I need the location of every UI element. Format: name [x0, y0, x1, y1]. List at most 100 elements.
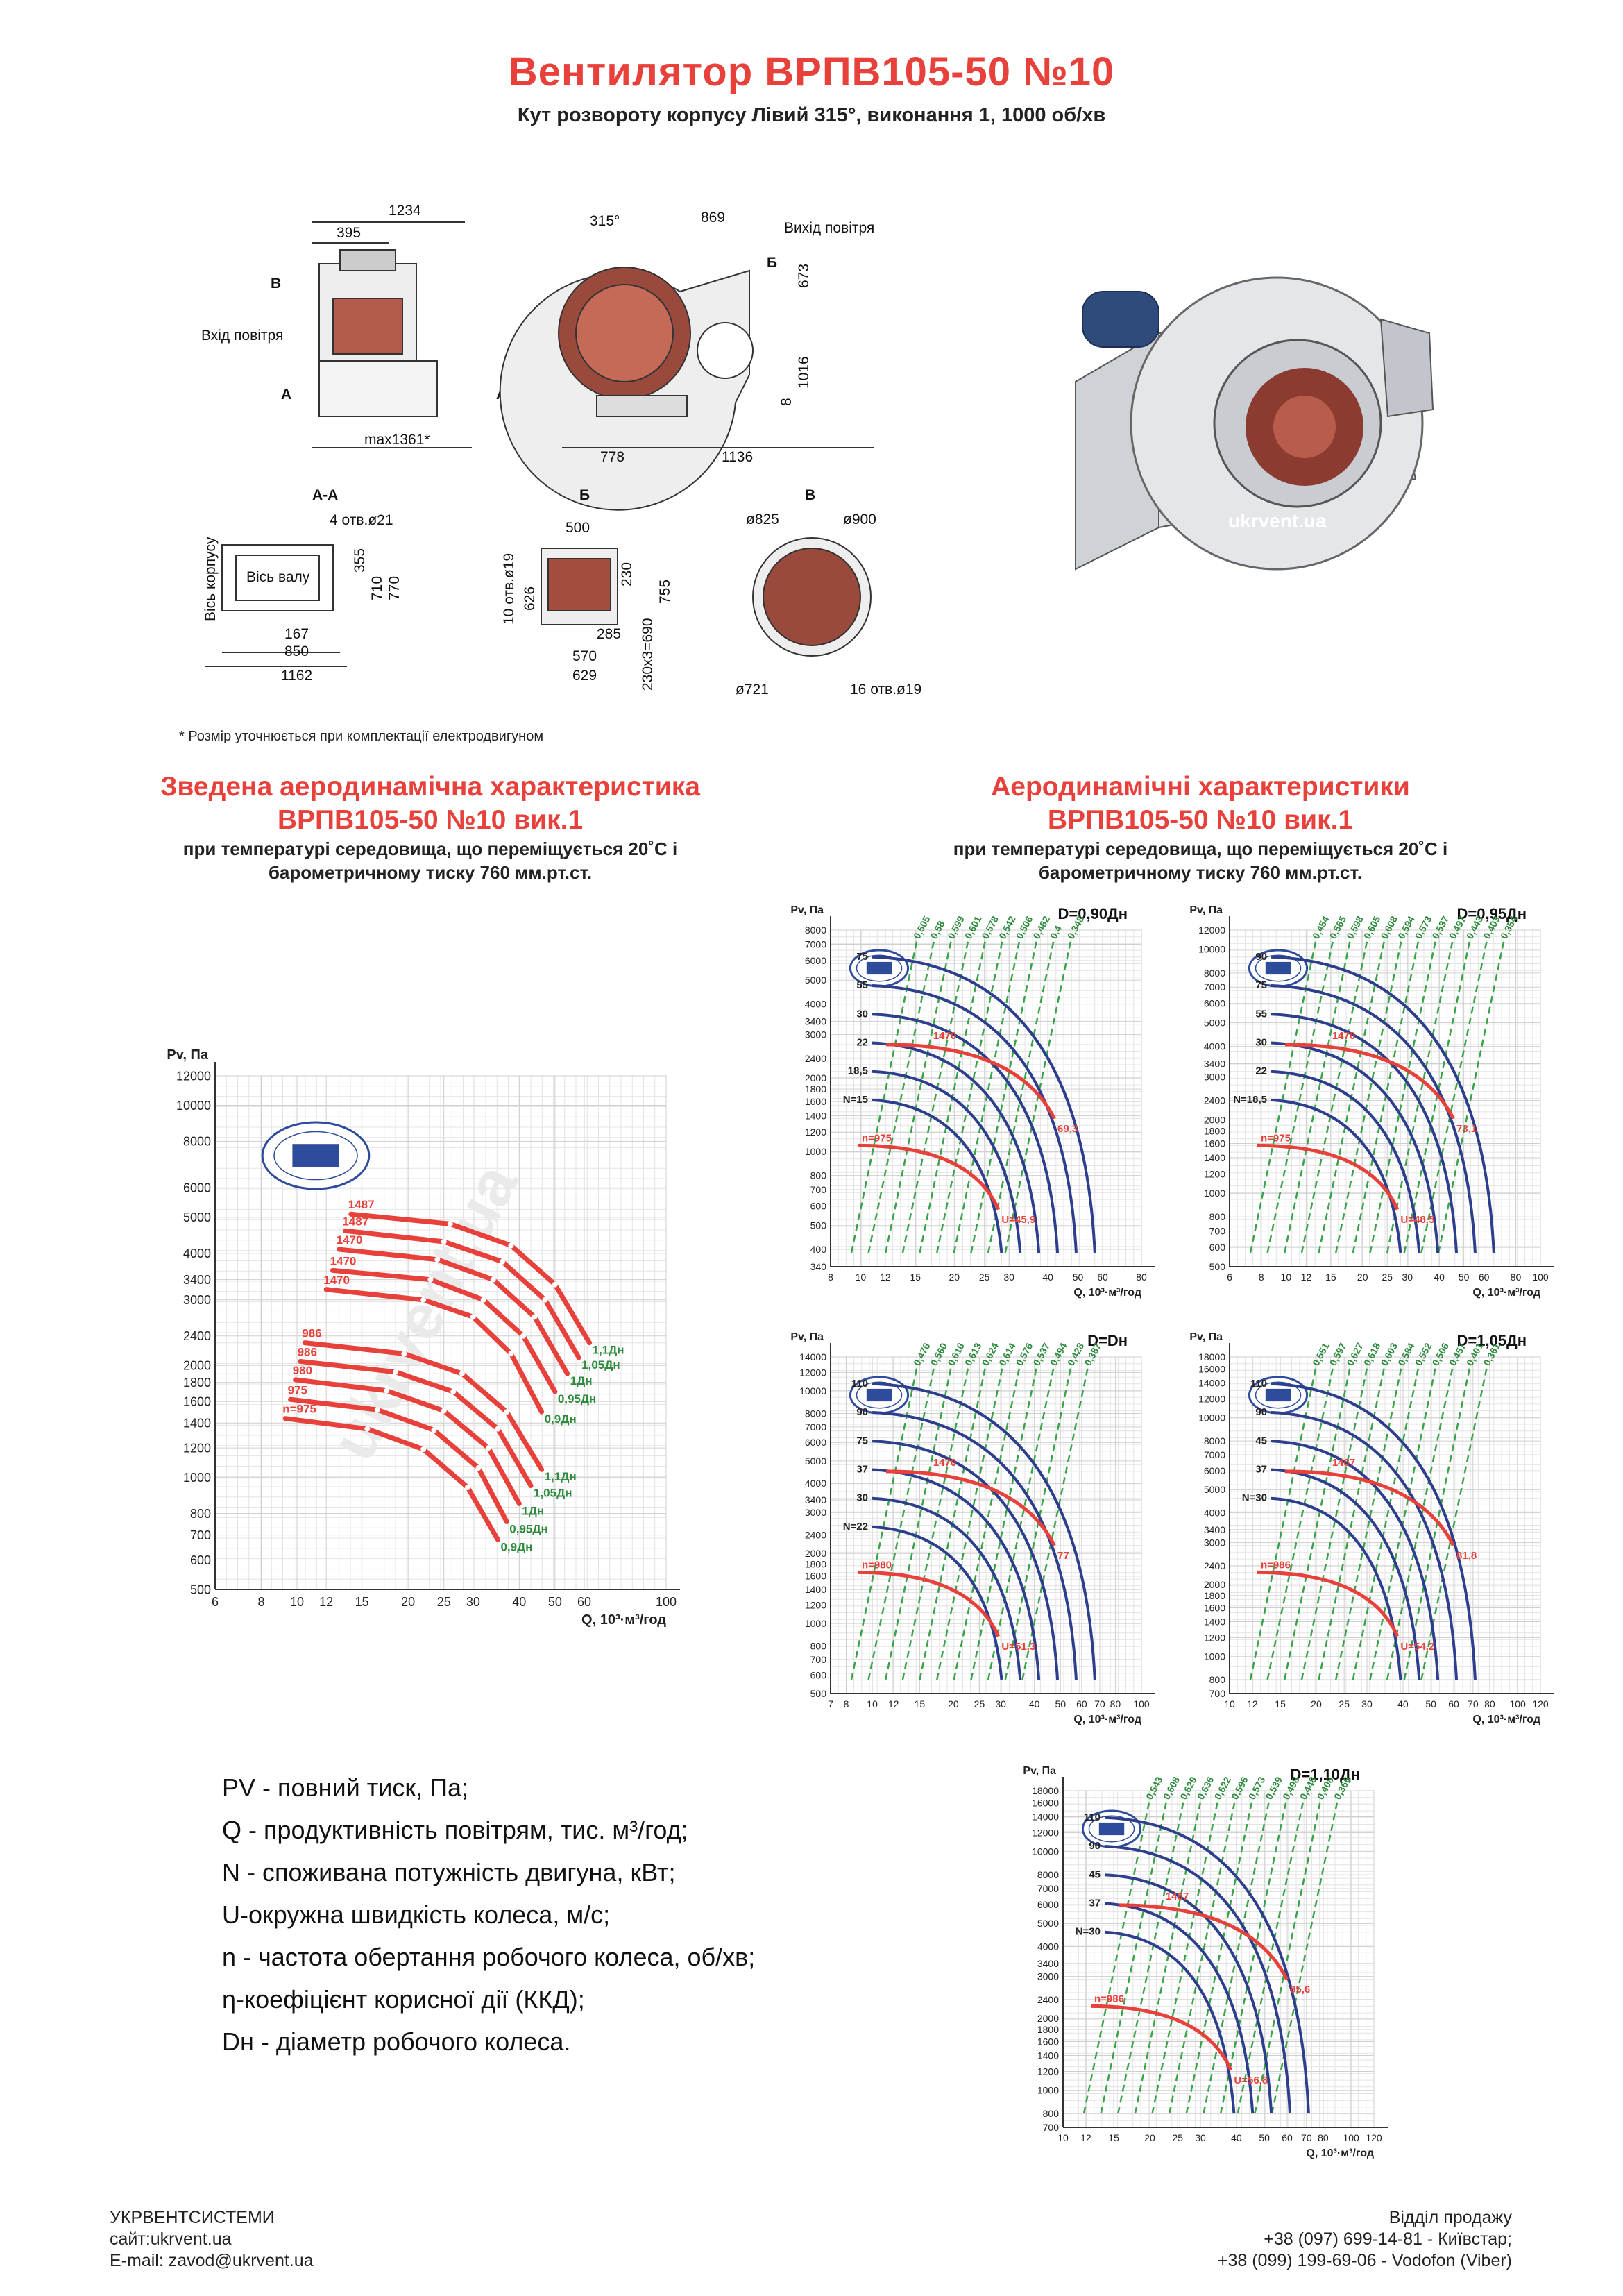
y-tick-label: 1000 [183, 1471, 211, 1485]
velocity-label-high: 77 [1057, 1550, 1069, 1562]
power-label: 37 [1255, 1463, 1267, 1475]
data-point [364, 1426, 371, 1432]
y-tick-label: 5000 [183, 1210, 211, 1224]
company-site[interactable]: сайт:ukrvent.ua [110, 2229, 232, 2249]
data-point [508, 1351, 514, 1357]
x-tick-label: 40 [512, 1595, 526, 1609]
y-tick-label: 1400 [1204, 1616, 1225, 1627]
power-curve [872, 1496, 1022, 1680]
efficiency-line [1300, 1363, 1369, 1680]
y-tick-label: 2000 [1204, 1114, 1225, 1125]
power-label: 110 [851, 1378, 868, 1390]
legend-item: n - частота обертання робочого колеса, о… [222, 1943, 756, 1971]
x-axis-label: Q, 10³·м³/год [1306, 2147, 1374, 2159]
y-tick-label: 3000 [1204, 1537, 1225, 1548]
efficiency-line [935, 1363, 1004, 1680]
y-tick-label: 5000 [1037, 1918, 1059, 1929]
speed-label-high: 1487 [1332, 1457, 1355, 1469]
y-tick-label: 2400 [183, 1329, 211, 1343]
y-tick-label: 1600 [1037, 2036, 1059, 2047]
section-a-label-left: А [281, 387, 291, 403]
y-tick-label: 500 [810, 1220, 827, 1231]
x-tick-label: 30 [466, 1595, 480, 1609]
y-tick-label: 1400 [183, 1417, 211, 1430]
x-tick-label: 100 [1133, 1698, 1150, 1710]
company-email[interactable]: E-mail: zavod@ukrvent.ua [110, 2251, 314, 2270]
y-axis-label: Pv, Па [790, 904, 824, 916]
x-tick-label: 80 [1318, 2132, 1329, 2143]
x-tick-label: 20 [1357, 1272, 1368, 1283]
speed-label-high: 1470 [933, 1030, 956, 1042]
y-tick-label: 1200 [1204, 1632, 1225, 1643]
angle-315: 315° [590, 213, 620, 229]
series-label: 986 [298, 1345, 317, 1358]
phone-kyivstar[interactable]: +38 (097) 699-14-81 - Київстар; [1264, 2229, 1512, 2249]
efficiency-line [1352, 1363, 1420, 1680]
efficiency-line [1168, 1797, 1237, 2114]
y-tick-label: 1400 [1204, 1152, 1225, 1163]
curves-title-line2: ВРПВ105-50 №10 вик.1 [1047, 805, 1354, 835]
speed-label-high: 1487 [1166, 1891, 1189, 1902]
air-outlet-label: Вихід повітря [784, 220, 874, 236]
dim-869: 869 [701, 210, 725, 226]
data-point [475, 1465, 482, 1471]
x-tick-label: 100 [1509, 1698, 1526, 1710]
y-tick-label: 8000 [805, 1408, 826, 1419]
x-tick-label: 10 [1224, 1698, 1235, 1710]
power-curve [1271, 1468, 1421, 1680]
x-tick-label: 100 [1343, 2132, 1359, 2143]
power-curve [1271, 1496, 1402, 1680]
series-label: 986 [302, 1327, 321, 1340]
logo-fan-icon [1098, 1822, 1125, 1836]
speed-label-low: n=986 [1261, 1559, 1291, 1571]
power-curve [1271, 1098, 1402, 1253]
power-label: 18,5 [848, 1065, 868, 1077]
logo-ring [856, 1381, 903, 1409]
series-label: 1487 [348, 1198, 375, 1211]
series-end-label: 0,9Дн [545, 1412, 577, 1426]
efficiency-line [1420, 1363, 1489, 1680]
y-tick-label: 14000 [1198, 1377, 1225, 1388]
power-label: 75 [856, 1435, 868, 1446]
x-axis-label: Q, 10³·м³/год [581, 1612, 666, 1628]
data-point [447, 1221, 453, 1227]
y-tick-label: 1800 [1037, 2024, 1059, 2035]
dim-850: 850 [284, 643, 309, 659]
y-tick-label: 2400 [1204, 1560, 1225, 1571]
x-axis-label: Q, 10³·м³/год [1472, 1714, 1540, 1725]
y-tick-label: 10000 [1198, 944, 1225, 955]
holes-10-d19: 10 отв.ø19 [501, 553, 517, 625]
y-tick-label: 6000 [805, 1437, 826, 1448]
x-tick-label: 20 [1311, 1698, 1322, 1710]
watermark-3d: ukrvent.ua [1228, 510, 1327, 532]
data-point [552, 1281, 558, 1288]
y-tick-label: 4000 [1037, 1941, 1059, 1952]
velocity-label-low: U=51,3 [1001, 1641, 1035, 1653]
y-tick-label: 3400 [1037, 1958, 1059, 1969]
dim-167: 167 [284, 626, 309, 642]
x-tick-label: 100 [656, 1595, 677, 1609]
phone-vodafone[interactable]: +38 (099) 199-69-06 - Vodofon (Viber) [1217, 2251, 1512, 2270]
y-tick-label: 16000 [1198, 1363, 1225, 1374]
power-label: 37 [1089, 1897, 1101, 1909]
summary-sub-line1: при температурі середовища, що переміщує… [182, 838, 678, 859]
series-end-label: 1,05Дн [581, 1358, 620, 1371]
x-tick-label: 12 [1080, 2132, 1091, 2143]
power-curve [1104, 1845, 1292, 2114]
x-tick-label: 25 [437, 1595, 451, 1609]
data-point [504, 1409, 510, 1415]
x-tick-label: 100 [1532, 1272, 1549, 1283]
dim-max1361: max1361* [364, 432, 430, 448]
velocity-label-low: U=48,5 [1400, 1214, 1434, 1226]
y-tick-label: 5000 [1204, 1484, 1225, 1495]
efficiency-line [1117, 1797, 1185, 2114]
efficiency-line [1254, 1797, 1323, 2114]
y-tick-label: 1600 [805, 1096, 826, 1107]
x-tick-label: 12 [319, 1595, 333, 1609]
series-label: 980 [293, 1364, 312, 1377]
dim-626: 626 [522, 586, 538, 611]
efficiency-line [1437, 936, 1506, 1253]
series-end-label: 0,9Дн [500, 1540, 532, 1553]
section-v-drawing [752, 537, 872, 657]
chart-d090: 3404005006007008001000120014001600180020… [790, 904, 1155, 1299]
